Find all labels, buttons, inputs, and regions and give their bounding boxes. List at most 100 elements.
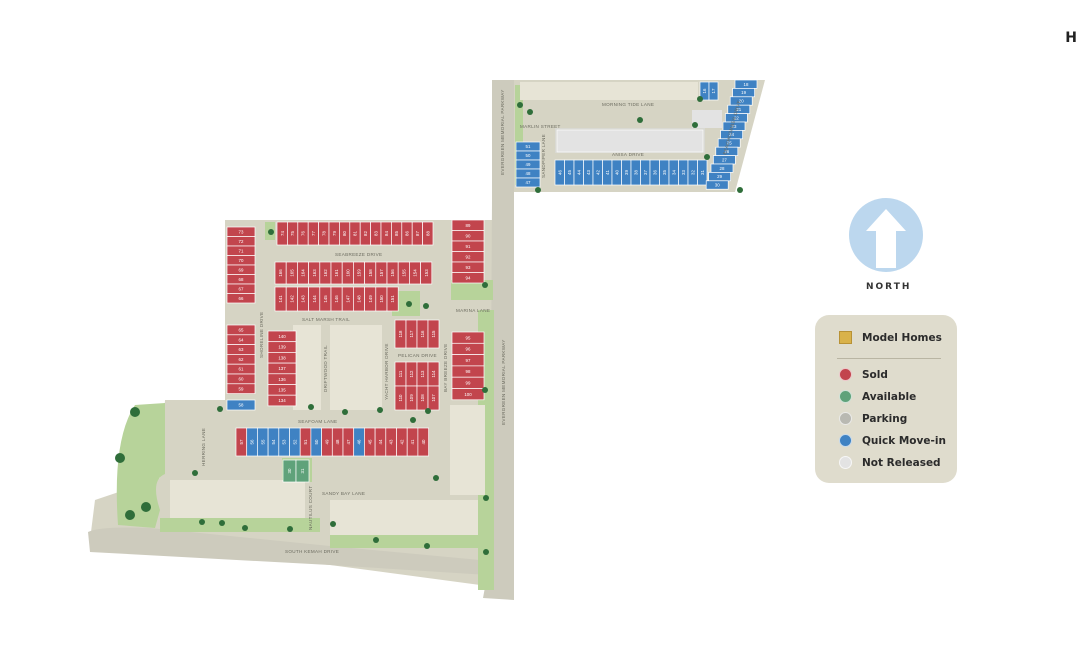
lot-45[interactable]: 45: [364, 427, 376, 457]
lot-137[interactable]: 137: [267, 362, 297, 375]
lot-160[interactable]: 160: [341, 261, 354, 285]
lot-161[interactable]: 161: [330, 261, 343, 285]
lot-111[interactable]: 111: [394, 361, 407, 387]
lot-109[interactable]: 109: [405, 385, 418, 411]
lot-31[interactable]: 31: [697, 159, 708, 186]
lot-37[interactable]: 37: [640, 159, 651, 186]
lot-117[interactable]: 117: [405, 319, 418, 349]
lot-96[interactable]: 96: [451, 342, 485, 355]
lot-43[interactable]: 43: [583, 159, 594, 186]
lot-158[interactable]: 158: [364, 261, 377, 285]
lot-51[interactable]: 51: [515, 141, 541, 152]
lot-17[interactable]: 17: [708, 81, 719, 101]
lot-39[interactable]: 39: [621, 159, 632, 186]
lot-83[interactable]: 83: [370, 221, 382, 246]
lot-97[interactable]: 97: [451, 354, 485, 367]
lot-54[interactable]: 54: [267, 427, 280, 457]
lot-148[interactable]: 148: [353, 286, 365, 312]
lot-94[interactable]: 94: [451, 272, 485, 284]
lot-81[interactable]: 81: [349, 221, 361, 246]
lot-60[interactable]: 60: [226, 373, 256, 385]
lot-92[interactable]: 92: [451, 251, 485, 263]
lot-99[interactable]: 99: [451, 376, 485, 389]
lot-72[interactable]: 72: [226, 236, 256, 247]
lot-34[interactable]: 34: [668, 159, 679, 186]
lot-36[interactable]: 36: [649, 159, 660, 186]
lot-44[interactable]: 44: [573, 159, 584, 186]
lot-69[interactable]: 69: [226, 264, 256, 275]
lot-62[interactable]: 62: [226, 354, 256, 365]
lot-108[interactable]: 108: [416, 385, 429, 411]
lot-141[interactable]: 141: [274, 286, 287, 312]
lot-146[interactable]: 146: [330, 286, 343, 312]
lot-142[interactable]: 142: [285, 286, 298, 312]
lot-49[interactable]: 49: [321, 427, 333, 457]
lot-48[interactable]: 48: [331, 427, 344, 457]
lot-95[interactable]: 95: [451, 331, 485, 344]
lot-136[interactable]: 136: [267, 373, 297, 385]
lot-84[interactable]: 84: [380, 221, 392, 246]
lot-49[interactable]: 49: [515, 159, 541, 170]
lot-157[interactable]: 157: [375, 261, 388, 285]
lot-52[interactable]: 52: [289, 427, 301, 457]
lot-144[interactable]: 144: [308, 286, 321, 312]
lot-42[interactable]: 42: [396, 427, 408, 457]
lot-151[interactable]: 151: [386, 286, 399, 312]
lot-75[interactable]: 75: [287, 221, 299, 246]
lot-57[interactable]: 57: [235, 427, 248, 457]
lot-164[interactable]: 164: [297, 261, 309, 285]
lot-87[interactable]: 87: [411, 221, 423, 246]
lot-68[interactable]: 68: [226, 274, 256, 285]
lot-134[interactable]: 134: [267, 394, 297, 407]
legend-parking[interactable]: Parking: [839, 412, 907, 425]
lot-51[interactable]: 51: [299, 427, 312, 457]
lot-147[interactable]: 147: [341, 286, 354, 312]
lot-145[interactable]: 145: [319, 286, 332, 312]
lot-27[interactable]: 27: [713, 155, 736, 165]
lot-53[interactable]: 53: [278, 427, 290, 457]
lot-138[interactable]: 138: [267, 352, 297, 364]
lot-162[interactable]: 162: [319, 261, 332, 285]
lot-163[interactable]: 163: [308, 261, 321, 285]
lot-35[interactable]: 35: [659, 159, 670, 186]
lot-154[interactable]: 154: [409, 261, 421, 285]
lot-38[interactable]: 38: [630, 159, 641, 186]
lot-67[interactable]: 67: [226, 283, 256, 294]
lot-77[interactable]: 77: [307, 221, 319, 246]
lot-70[interactable]: 70: [226, 255, 256, 266]
lot-40[interactable]: 40: [417, 427, 429, 457]
lot-42[interactable]: 42: [592, 159, 603, 186]
lot-166[interactable]: 166: [274, 261, 287, 285]
lot-29[interactable]: 29: [708, 172, 731, 182]
lot-18[interactable]: 18: [734, 79, 758, 89]
lot-41[interactable]: 41: [406, 427, 419, 457]
lot-44[interactable]: 44: [374, 427, 387, 457]
lot-31[interactable]: 31: [295, 459, 310, 483]
lot-65[interactable]: 65: [226, 324, 256, 336]
legend-sold[interactable]: Sold: [839, 368, 888, 381]
lot-79[interactable]: 79: [328, 221, 340, 246]
lot-48[interactable]: 48: [515, 168, 541, 179]
lot-47[interactable]: 47: [515, 177, 541, 188]
lot-59[interactable]: 59: [226, 383, 256, 394]
lot-73[interactable]: 73: [226, 226, 256, 237]
lot-63[interactable]: 63: [226, 344, 256, 355]
lot-139[interactable]: 139: [267, 341, 297, 353]
lot-116[interactable]: 116: [416, 319, 429, 349]
legend-available[interactable]: Available: [839, 390, 916, 403]
lot-88[interactable]: 88: [422, 221, 434, 246]
lot-50[interactable]: 50: [515, 150, 541, 161]
lot-156[interactable]: 156: [386, 261, 399, 285]
lot-110[interactable]: 110: [394, 385, 407, 411]
lot-45[interactable]: 45: [564, 159, 575, 186]
lot-40[interactable]: 40: [611, 159, 622, 186]
lot-82[interactable]: 82: [359, 221, 371, 246]
lot-66[interactable]: 66: [226, 293, 256, 304]
legend-model-homes[interactable]: Model Homes: [839, 331, 942, 344]
lot-135[interactable]: 135: [267, 384, 297, 396]
lot-159[interactable]: 159: [353, 261, 365, 285]
lot-61[interactable]: 61: [226, 363, 256, 375]
lot-165[interactable]: 165: [285, 261, 298, 285]
lot-28[interactable]: 28: [710, 163, 734, 173]
lot-64[interactable]: 64: [226, 334, 256, 345]
